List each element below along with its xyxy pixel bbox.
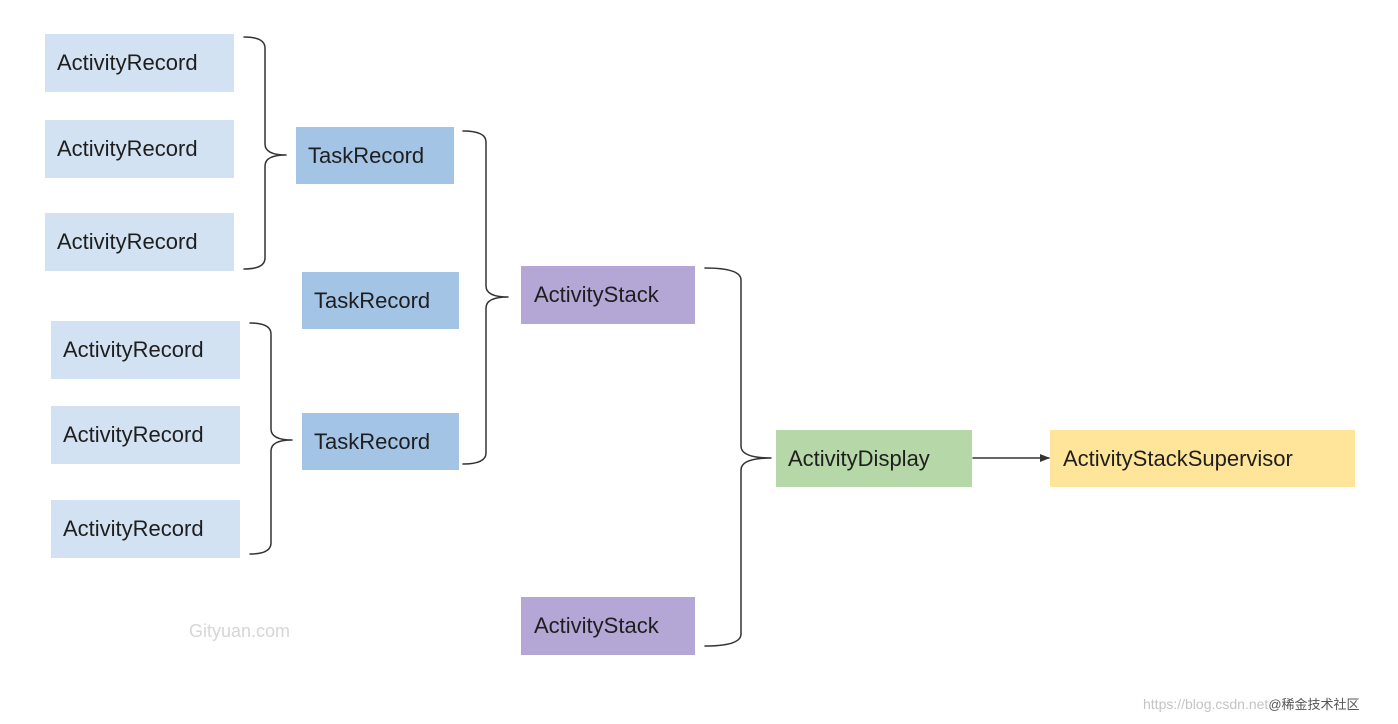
source-brand: @稀金技术社区 bbox=[1268, 697, 1360, 712]
activity-record-node: ActivityRecord bbox=[51, 406, 240, 464]
brace-records-to-task-1 bbox=[243, 36, 287, 270]
activity-display-node: ActivityDisplay bbox=[776, 430, 972, 487]
source-url: https://blog.csdn.net bbox=[1143, 696, 1269, 712]
brace-tasks-to-stack-1 bbox=[462, 130, 509, 465]
activity-record-node: ActivityRecord bbox=[45, 120, 234, 178]
activity-stack-supervisor-node: ActivityStackSupervisor bbox=[1050, 430, 1355, 487]
source-footer: https://blog.csdn.net@稀金技术社区 bbox=[1143, 694, 1360, 713]
activity-record-node: ActivityRecord bbox=[45, 213, 234, 271]
brace-stacks-to-display bbox=[704, 267, 772, 647]
activity-record-node: ActivityRecord bbox=[51, 321, 240, 379]
brace-records-to-task-3 bbox=[249, 322, 293, 555]
task-record-node: TaskRecord bbox=[302, 413, 459, 470]
task-record-node: TaskRecord bbox=[296, 127, 454, 184]
watermark-text: Gityuan.com bbox=[189, 621, 291, 641]
activity-stack-node: ActivityStack bbox=[521, 597, 695, 655]
activity-record-node: ActivityRecord bbox=[51, 500, 240, 558]
activity-record-node: ActivityRecord bbox=[45, 34, 234, 92]
task-record-node: TaskRecord bbox=[302, 272, 459, 329]
activity-stack-node: ActivityStack bbox=[521, 266, 695, 324]
